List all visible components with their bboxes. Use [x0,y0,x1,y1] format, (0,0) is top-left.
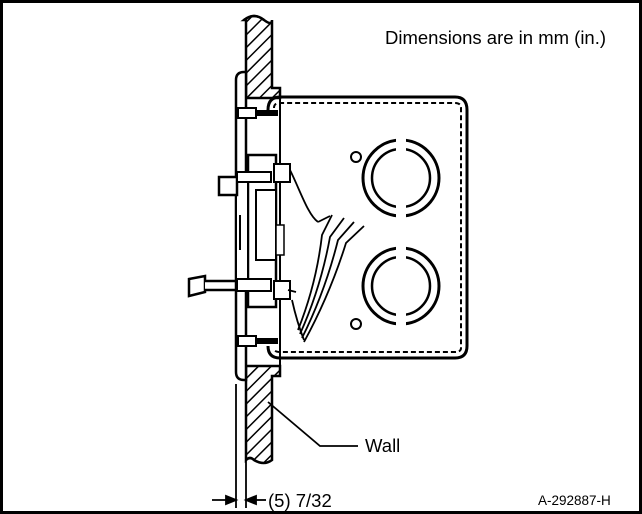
knockout-upper [361,138,441,218]
toggle-lever [187,274,238,298]
figure-id-label: A-292887-H [538,493,611,508]
screw-upper [237,107,278,119]
wall-section [240,14,282,465]
switch-strap [217,171,272,292]
dimensions-note: Dimensions are in mm (in.) [385,27,607,48]
dimension-value-label: (5) 7/32 [268,490,332,511]
electrical-box [266,95,469,360]
dimension-lines [212,384,266,508]
screw-lower [237,335,278,347]
wall-label: Wall [365,435,401,456]
knockout-lower [361,246,441,326]
mounting-hole-lower [350,318,362,330]
wall-leader-line [267,401,358,447]
wires [287,169,365,343]
mounting-hole-upper [350,151,362,163]
